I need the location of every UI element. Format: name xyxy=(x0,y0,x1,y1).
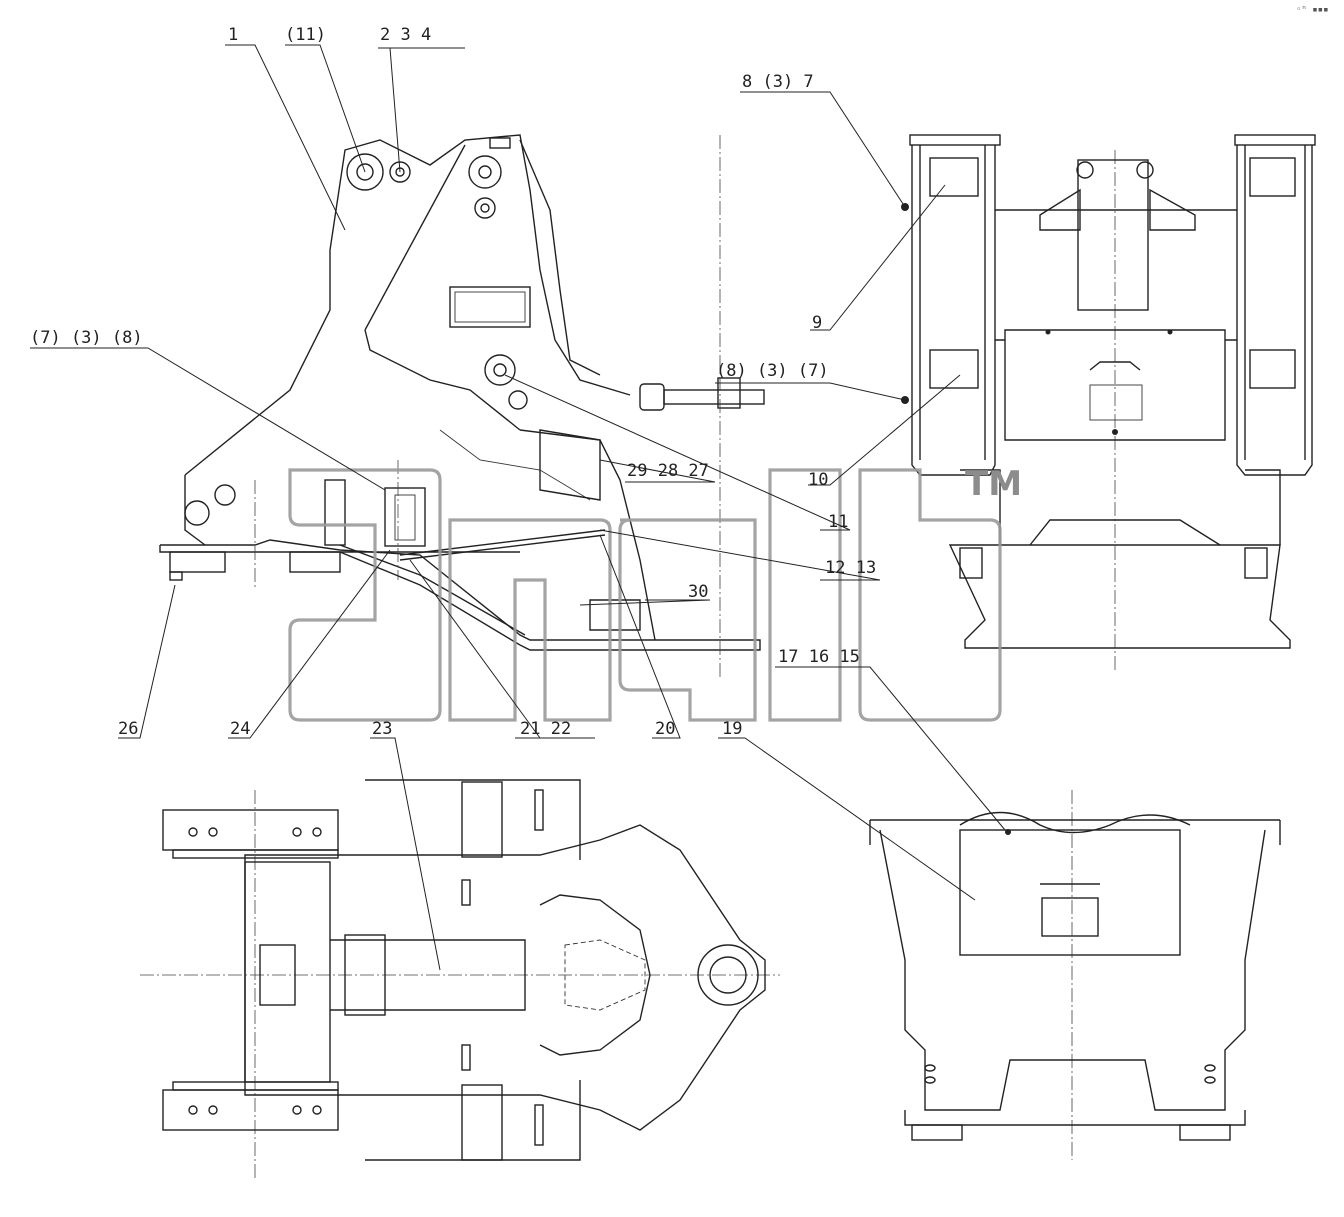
callout-19: 19 xyxy=(722,719,742,739)
callout-20: 20 xyxy=(655,719,675,739)
callout-12-13: 12 13 xyxy=(825,558,876,578)
callout-labels: 1 (11) 2 3 4 (7) (3) (8) 8 (3) 7 9 (8) (… xyxy=(30,25,876,739)
callout-26: 26 xyxy=(118,719,138,739)
corner-note: ◦ⁿ ▪▪▪ xyxy=(1296,5,1329,15)
callout-21-22: 21 22 xyxy=(520,719,571,739)
callout-9: 9 xyxy=(812,313,822,333)
top-view xyxy=(140,779,780,1180)
leader-lines xyxy=(30,44,1006,971)
callout-7-3-8: (7) (3) (8) xyxy=(30,328,143,348)
callout-1: 1 xyxy=(228,25,238,45)
callout-8-3-7-top: 8 (3) 7 xyxy=(742,72,814,92)
callout-30: 30 xyxy=(688,582,708,602)
callout-29-28-27: 29 28 27 xyxy=(627,461,709,481)
watermark-logo: TM xyxy=(288,464,1022,722)
callout-8-3-7-mid: (8) (3) (7) xyxy=(716,361,829,381)
rear-view xyxy=(869,790,1281,1160)
callout-2-3-4: 2 3 4 xyxy=(380,25,431,45)
callout-17-16-15: 17 16 15 xyxy=(778,647,860,667)
callout-11-ref: (11) xyxy=(285,25,326,45)
front-view xyxy=(719,134,1316,680)
callout-10: 10 xyxy=(808,470,828,490)
watermark-tm: TM xyxy=(965,464,1022,504)
side-view xyxy=(159,134,765,651)
callout-24: 24 xyxy=(230,719,250,739)
callout-11: 11 xyxy=(828,512,848,532)
callout-23: 23 xyxy=(372,719,392,739)
